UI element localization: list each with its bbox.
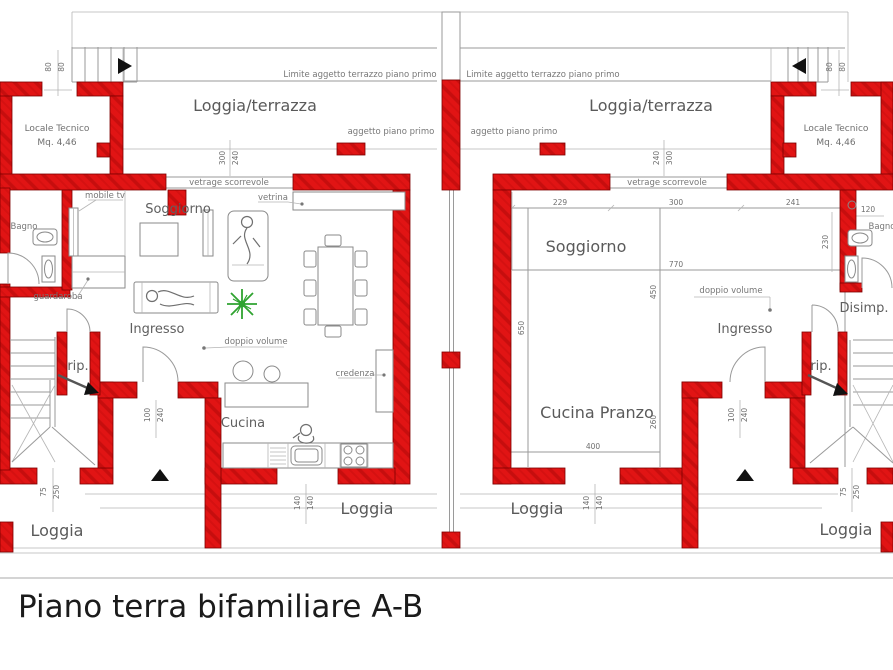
credenza-cabinet — [375, 349, 394, 413]
bagno-left-label: Bagno — [10, 222, 37, 232]
dim-260: 260 — [649, 415, 658, 430]
pillar-outline — [441, 11, 461, 81]
stool — [232, 360, 254, 382]
dim-300-right: 300 — [665, 151, 674, 166]
side-table — [139, 222, 179, 257]
dim-250-left: 250 — [52, 485, 61, 500]
loggia-b-corner-label: Loggia — [820, 520, 873, 539]
title-block: Piano terra bifamiliare A-B — [0, 577, 893, 625]
guardaroba-label: guardaroba — [33, 292, 82, 302]
exterior-steps-right — [787, 47, 829, 83]
dim-80-right-b: 80 — [838, 62, 847, 72]
kitchen-island — [224, 382, 309, 408]
plant — [227, 289, 257, 319]
dim-100-left: 100 — [143, 408, 152, 423]
vetrage-left-label: vetrage scorrevole — [189, 178, 269, 188]
sofa — [133, 281, 219, 314]
credenza-label: credenza — [336, 369, 375, 379]
vetrage-right-label: vetrage scorrevole — [627, 178, 707, 188]
dim-140a-left: 140 — [293, 496, 302, 511]
dim-75-right: 75 — [839, 487, 848, 497]
kitchen — [222, 349, 394, 469]
dim-100-right: 100 — [727, 408, 736, 423]
dim-140a-right: 140 — [582, 496, 591, 511]
dim-240b-right: 240 — [740, 408, 749, 423]
rip-left-label: rip. — [67, 359, 88, 374]
dim-241: 241 — [786, 198, 801, 207]
doppio-volume-right-label: doppio volume — [699, 286, 762, 296]
limite-left-label: Limite aggetto terrazzo piano primo — [283, 70, 436, 80]
loggia-terrazza-right-label: Loggia/terrazza — [589, 96, 713, 115]
dim-140b-right: 140 — [595, 496, 604, 511]
dishwasher — [270, 447, 286, 465]
dim-240b-left: 240 — [156, 408, 165, 423]
locale-tecnico-left-label: Locale Tecnico — [25, 124, 90, 134]
exterior-steps-left — [71, 47, 138, 83]
dim-240-left: 240 — [231, 151, 240, 166]
toilet — [847, 229, 873, 247]
toilet — [32, 228, 58, 246]
dim-450: 450 — [649, 285, 658, 300]
loggia-terrazza-left-label: Loggia/terrazza — [193, 96, 317, 115]
dim-120: 120 — [861, 205, 876, 214]
dim-400: 400 — [586, 442, 601, 451]
locale-tecnico-left-area: Mq. 4,46 — [37, 138, 77, 148]
stove — [340, 443, 368, 468]
limite-right-label: Limite aggetto terrazzo piano primo — [466, 70, 619, 80]
dim-250-right: 250 — [852, 485, 861, 500]
rip-right-label: rip. — [810, 359, 831, 374]
ingresso-left-label: Ingresso — [130, 322, 185, 337]
furniture-layer — [32, 190, 873, 469]
mobile-tv-label: mobile tv — [85, 191, 125, 201]
bagno-right-label: Bagno — [868, 222, 893, 232]
dim-80-left-a: 80 — [44, 62, 53, 72]
dim-140b-left: 140 — [306, 496, 315, 511]
construction-lines — [0, 11, 893, 554]
loggia-b-center-label: Loggia — [511, 499, 564, 518]
disimp-label: Disimp. — [839, 301, 888, 316]
loggia-a-corner-label: Loggia — [31, 521, 84, 540]
stairs-left — [10, 337, 99, 466]
dim-240-right: 240 — [652, 151, 661, 166]
stairs-right — [807, 339, 893, 464]
locale-tecnico-right-area: Mq. 4,46 — [816, 138, 856, 148]
ingresso-right-label: Ingresso — [718, 322, 773, 337]
dining-table — [303, 234, 368, 338]
dim-80-left-b: 80 — [57, 62, 66, 72]
locale-tecnico-right-label: Locale Tecnico — [804, 124, 869, 134]
dim-300-top: 300 — [669, 198, 684, 207]
soggiorno-left-label: Soggiorno — [145, 202, 211, 217]
aggetto-left-label: aggetto piano primo — [348, 127, 435, 137]
cucina-label: Cucina — [221, 416, 265, 431]
vetrina-cabinet — [292, 191, 406, 211]
dim-80-right-a: 80 — [825, 62, 834, 72]
doppio-volume-left-label: doppio volume — [224, 337, 287, 347]
dim-229: 229 — [553, 198, 568, 207]
loggia-a-center-label: Loggia — [341, 499, 394, 518]
kitchen-sink — [290, 445, 323, 466]
dim-300-left: 300 — [218, 151, 227, 166]
doors-and-stairs — [7, 252, 893, 481]
stool — [263, 365, 281, 383]
cucina-pranzo-label: Cucina Pranzo — [540, 403, 654, 422]
labels-layer: Limite aggetto terrazzo piano primo Limi… — [10, 62, 893, 540]
vetrina-label: vetrina — [258, 193, 288, 203]
dim-230: 230 — [821, 235, 830, 250]
aggetto-right-label: aggetto piano primo — [471, 127, 558, 137]
dim-75-left: 75 — [39, 487, 48, 497]
soggiorno-right-label: Soggiorno — [546, 237, 627, 256]
dim-770: 770 — [669, 260, 684, 269]
drawing-title: Piano terra bifamiliare A-B — [18, 589, 423, 625]
walls-layer — [0, 79, 893, 553]
dim-650: 650 — [517, 321, 526, 336]
bagno-right-fixtures — [844, 200, 873, 283]
